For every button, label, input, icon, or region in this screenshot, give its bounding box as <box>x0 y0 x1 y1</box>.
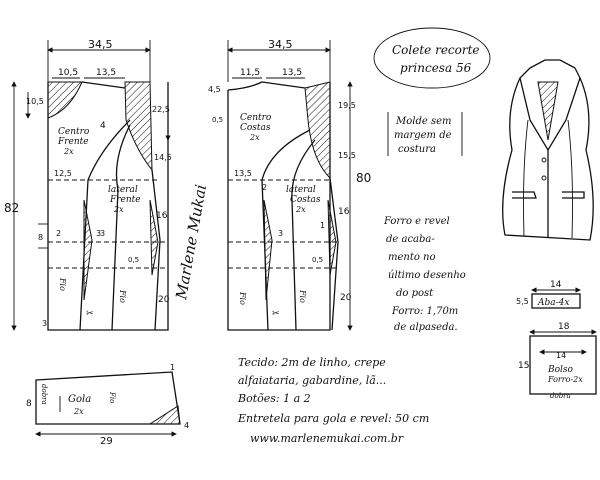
collar-width: 29 <box>100 436 113 447</box>
forro-line3: mento no <box>388 252 436 263</box>
forro-line4: último desenho <box>388 270 466 281</box>
front-lateral-label: lateral <box>108 185 138 195</box>
collar-label: Gola <box>68 394 91 405</box>
forro-line7: de alpaseda. <box>394 322 458 333</box>
title-number: 56 <box>456 61 472 75</box>
back-side-16: 16 <box>338 207 350 217</box>
back-lateral-label2: Costas <box>290 195 321 205</box>
back-pattern: 34,5 11,5 13,5 4,5 0,5 80 19,5 15,5 16 2… <box>208 38 371 331</box>
back-length-label: 80 <box>356 171 371 185</box>
title-block: Colete recorte princesa 56 <box>373 27 491 89</box>
back-center-label: Centro <box>240 113 272 123</box>
front-side-top: 22,5 <box>152 105 170 114</box>
molde-line3: costura <box>398 144 436 155</box>
front-small-2: 2 <box>56 229 61 238</box>
molde-note: Molde sem margem de costura <box>387 112 463 156</box>
pocket-width: 18 <box>558 322 570 332</box>
front-chest-mark: 12,5 <box>54 169 72 178</box>
pocket-label1: Bolso <box>547 365 574 375</box>
fabric-line2: alfaiataria, gabardine, lã... <box>238 374 386 387</box>
signature: Marlene Mukai <box>172 183 210 302</box>
back-small-2: 2 <box>262 183 267 192</box>
front-side-16: 16 <box>156 211 168 221</box>
molde-line2: margem de <box>394 130 452 141</box>
back-ease-bottom: 0,5 <box>312 256 323 264</box>
back-side-20: 20 <box>340 293 352 303</box>
front-small-8: 8 <box>38 233 43 242</box>
back-small-1: 1 <box>320 221 325 230</box>
front-fio: Fio <box>118 289 127 303</box>
scissors-icon: ✂ <box>272 309 280 319</box>
back-center-label2: Costas <box>240 123 271 133</box>
collar-fold: dobra <box>40 384 48 405</box>
back-fio-left: Fio <box>238 291 247 305</box>
front-width-label: 34,5 <box>88 38 113 51</box>
back-neck-drop: 4,5 <box>208 85 221 94</box>
front-shoulder-left: 10,5 <box>58 68 78 78</box>
pocket-inner: 14 <box>556 351 566 360</box>
title-line1: Colete recorte <box>392 43 480 57</box>
collar-count: 2x <box>73 407 84 416</box>
flap-label: Aba-4x <box>537 298 569 308</box>
pocket-label2: Forro-2x <box>547 375 583 384</box>
back-side-top: 19,5 <box>338 101 356 110</box>
front-neck-drop: 10,5 <box>26 97 44 106</box>
front-length-label: 82 <box>4 201 19 215</box>
front-lateral-label3: 2x <box>113 205 124 214</box>
back-fio: Fio <box>298 289 307 303</box>
front-fio-left: Fio <box>58 277 67 291</box>
back-lateral-label: lateral <box>286 185 316 195</box>
back-shoulder-left: 11,5 <box>240 68 260 78</box>
forro-note: Forro e revel de acaba- mento no último … <box>383 216 466 333</box>
pocket-piece: 18 14 15 Bolso Forro-2x dobra <box>518 322 597 400</box>
fabric-notes: Tecido: 2m de linho, crepe alfaiataria, … <box>237 356 429 445</box>
back-waist-mark: 13,5 <box>234 169 252 178</box>
molde-line1: Molde sem <box>395 116 452 127</box>
front-button-mark: 3 <box>96 229 101 238</box>
front-center-label3: 2x <box>63 147 74 156</box>
forro-line2: de acaba- <box>386 234 435 245</box>
pocket-fold: dobra <box>550 392 571 400</box>
website: www.marlenemukai.com.br <box>250 432 404 445</box>
front-armhole-lower: 14,5 <box>154 153 172 162</box>
back-center-label3: 2x <box>249 133 260 142</box>
front-ease: 0,5 <box>128 256 139 264</box>
front-small-3: 3 <box>100 229 105 238</box>
front-center-label: Centro <box>58 127 90 137</box>
back-lateral-label3: 2x <box>295 205 306 214</box>
front-side-20: 20 <box>158 295 170 305</box>
collar-height: 8 <box>26 399 32 409</box>
collar-tip-1: 1 <box>170 363 175 372</box>
flap-piece: 14 5,5 Aba-4x <box>516 280 581 309</box>
front-dart-mark: 4 <box>100 121 106 131</box>
back-armhole-lower: 15,5 <box>338 151 356 160</box>
flap-width: 14 <box>550 280 562 290</box>
collar-tip-4: 4 <box>184 421 189 430</box>
front-pattern: 34,5 10,5 13,5 82 10,5 8 <box>4 38 172 331</box>
fabric-buttons: Botões: 1 a 2 <box>237 392 311 405</box>
pocket-height: 15 <box>518 361 529 371</box>
collar-fio: Fio <box>108 391 116 403</box>
front-hem-3: 3 <box>42 319 47 328</box>
forro-line1: Forro e revel <box>383 216 450 227</box>
collar-piece: 29 8 Gola 2x 1 4 dobra Fio <box>26 363 189 447</box>
back-ease-top: 0,5 <box>212 116 223 124</box>
forro-line5: do post <box>396 288 434 299</box>
front-center-label2: Frente <box>57 137 89 147</box>
fabric-line1: Tecido: 2m de linho, crepe <box>238 356 386 369</box>
fabric-interfacing: Entretela para gola e revel: 50 cm <box>237 412 429 425</box>
forro-line6: Forro: 1,70m <box>391 306 458 317</box>
front-shoulder-right: 13,5 <box>96 68 116 78</box>
vest-illustration <box>502 59 594 241</box>
back-small-3: 3 <box>278 229 283 238</box>
flap-height: 5,5 <box>516 297 529 306</box>
scissors-icon: ✂ <box>86 309 94 319</box>
title-line2: princesa <box>400 61 452 75</box>
back-shoulder-right: 13,5 <box>282 68 302 78</box>
back-width-label: 34,5 <box>268 38 293 51</box>
front-lateral-label2: Frente <box>109 195 141 205</box>
